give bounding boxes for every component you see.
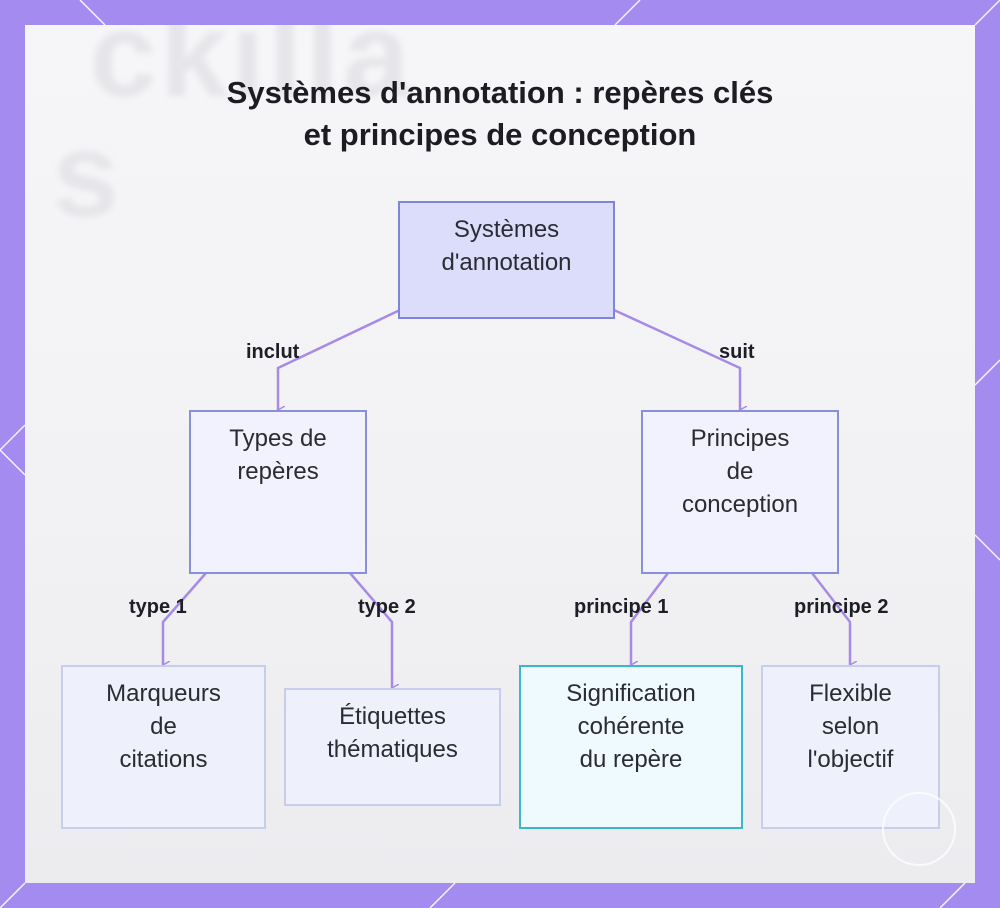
node-label: Signification cohérente du repère	[566, 680, 696, 773]
edge-label-principe-2: principe 2	[794, 596, 889, 618]
edge-label-type-1: type 1	[129, 596, 187, 618]
node-flexible-objectif: Flexible selon l'objectif	[761, 665, 940, 829]
edge-label-principe-1: principe 1	[574, 596, 669, 618]
edge-principes-signification	[629, 572, 669, 665]
node-label: Étiquettes thématiques	[327, 703, 458, 763]
title-line-1: Systèmes d'annotation : repères clés	[226, 75, 774, 110]
node-signification-coherente: Signification cohérente du repère	[519, 665, 743, 829]
node-systemes-annotation: Systèmes d'annotation	[398, 201, 615, 319]
diagram-title: Systèmes d'annotation : repères clés et …	[0, 72, 1000, 156]
edge-types-marqueurs	[161, 572, 207, 665]
edge-label-inclut: inclut	[246, 341, 300, 363]
background-texture: ckilla s	[52, 25, 414, 242]
node-principes-conception: Principes de conception	[641, 410, 839, 574]
node-marqueurs-citations: Marqueurs de citations	[61, 665, 266, 829]
node-label: Marqueurs de citations	[106, 680, 221, 773]
title-line-2: et principes de conception	[303, 117, 697, 152]
edge-root-principes	[613, 308, 740, 410]
edge-label-type-2: type 2	[358, 596, 416, 618]
edge-root-types	[276, 308, 401, 410]
node-types-reperes: Types de repères	[189, 410, 367, 574]
node-etiquettes-thematiques: Étiquettes thématiques	[284, 688, 501, 806]
node-label: Systèmes d'annotation	[441, 216, 572, 276]
edge-label-suit: suit	[719, 341, 755, 363]
watermark-logo	[882, 792, 956, 866]
node-label: Types de repères	[229, 425, 327, 485]
node-label: Flexible selon l'objectif	[807, 680, 894, 773]
edge-types-etiquettes	[349, 572, 392, 688]
edge-principes-flexible	[811, 572, 850, 665]
node-label: Principes de conception	[681, 425, 799, 518]
